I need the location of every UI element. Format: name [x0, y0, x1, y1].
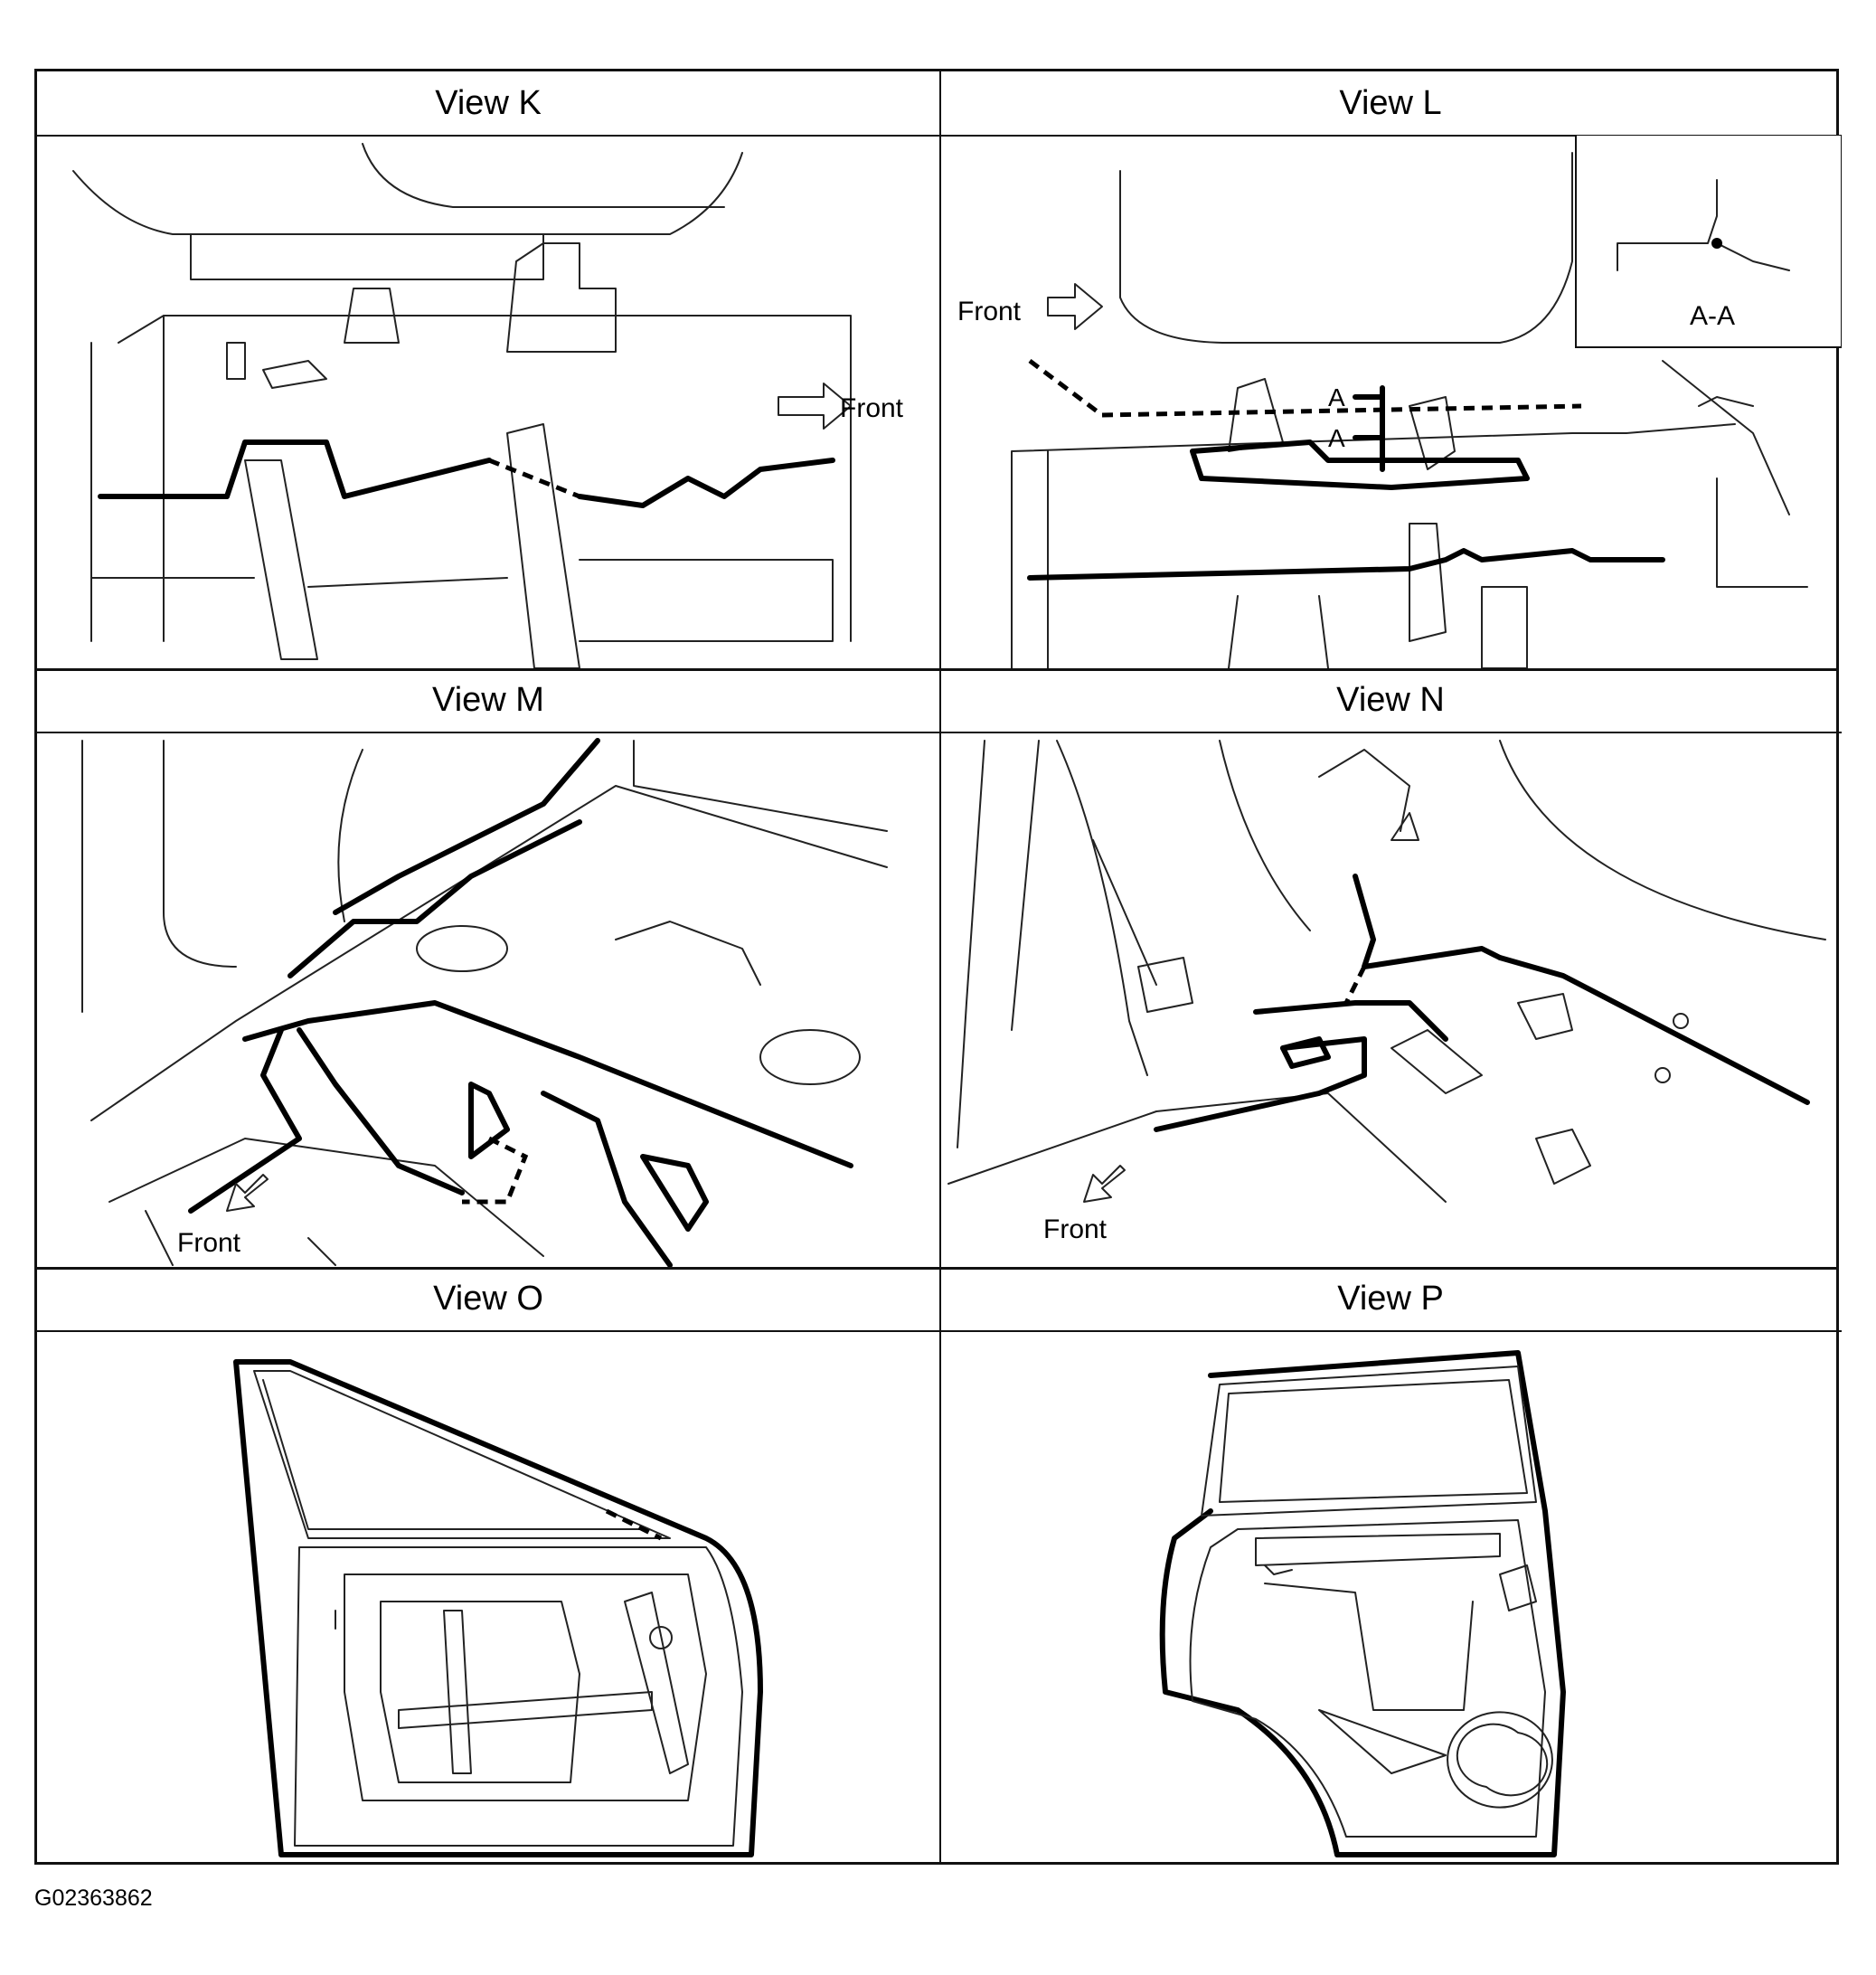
front-arrow-icon: [226, 1174, 269, 1212]
view-o-drawing: [37, 1330, 939, 1867]
view-m-drawing: Front: [37, 732, 939, 1267]
view-n-title: View N: [939, 668, 1842, 733]
view-k-title: View K: [37, 71, 939, 137]
view-o-title: View O: [37, 1267, 939, 1332]
view-l-panel: View L Front A A: [939, 71, 1842, 668]
view-p-panel: View P: [939, 1267, 1842, 1867]
view-m-front-label: Front: [177, 1228, 241, 1258]
row-divider-1: [37, 668, 1836, 671]
view-m-title: View M: [37, 668, 939, 733]
view-n-drawing: Front: [939, 732, 1842, 1267]
front-arrow-icon: [778, 383, 852, 430]
view-k-front-label: Front: [840, 393, 904, 423]
view-o-panel: View O: [37, 1267, 939, 1867]
row-divider-2: [37, 1267, 1836, 1270]
view-n-panel: View N Fr: [939, 668, 1842, 1267]
column-divider: [939, 71, 941, 1862]
view-n-front-label: Front: [1043, 1214, 1108, 1244]
view-p-drawing: [939, 1330, 1842, 1867]
view-m-panel: View M Front: [37, 668, 939, 1267]
view-l-front-label: Front: [957, 297, 1022, 326]
diagram-frame: View K Front: [34, 69, 1842, 1867]
view-k-panel: View K Front: [37, 71, 939, 668]
figure-code: G02363862: [34, 1885, 153, 1911]
section-aa-label: A-A: [1690, 301, 1735, 331]
view-l-title: View L: [939, 71, 1842, 137]
section-marker-lower: A: [1328, 424, 1345, 452]
front-arrow-icon: [1047, 283, 1103, 330]
view-l-drawing: Front A A A-A: [939, 135, 1842, 668]
view-p-title: View P: [939, 1267, 1842, 1332]
view-k-drawing: Front: [37, 135, 939, 668]
front-arrow-icon: [1083, 1165, 1126, 1203]
section-marker-upper: A: [1328, 383, 1345, 411]
